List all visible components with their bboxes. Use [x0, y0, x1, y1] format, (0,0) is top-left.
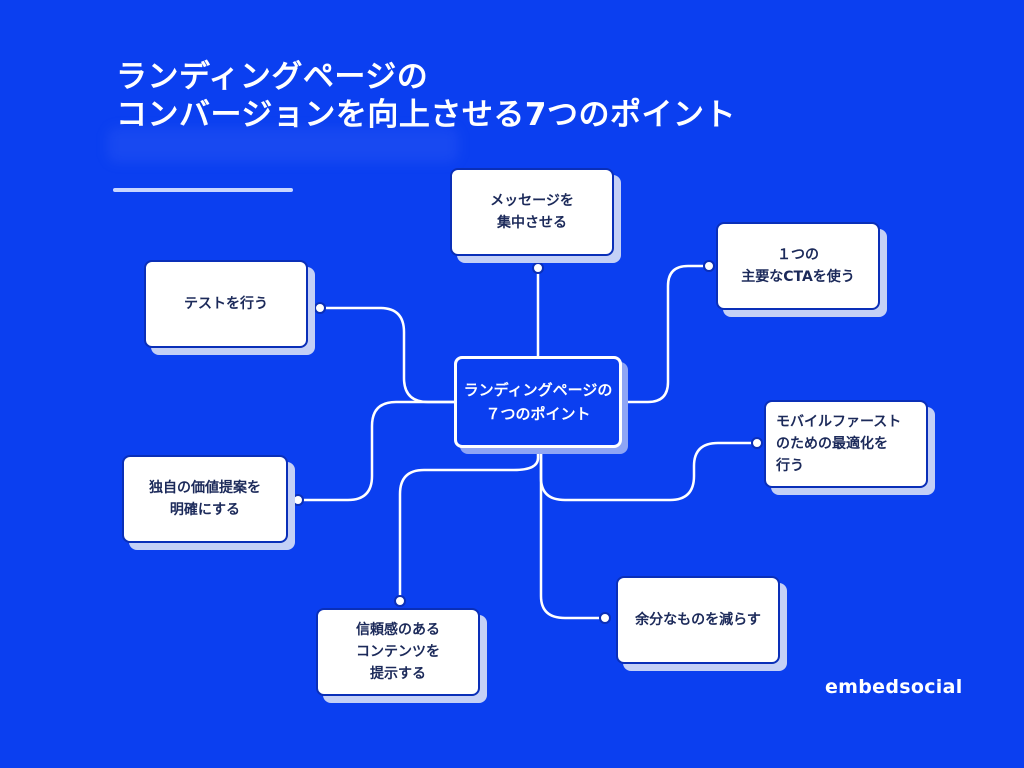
connector-dot-single-cta [703, 260, 715, 272]
connector-dot-trust-content [394, 595, 406, 607]
node-mobile-first-line-3: 行う [776, 458, 804, 474]
node-mobile-first: モバイルファースト のための最適化を 行う [764, 400, 928, 488]
node-value-prop-line-1: 独自の価値提案を [149, 480, 261, 496]
node-testing-line-1: テストを行う [184, 296, 268, 312]
central-topic-line-2: ７つのポイント [485, 405, 591, 423]
node-message-focus-line-1: メッセージを [490, 193, 574, 209]
node-trust-content: 信頼感のある コンテンツを 提示する [316, 608, 480, 696]
node-single-cta: １つの 主要なCTAを使う [716, 222, 880, 310]
embedsocial-logo: embedsocial [825, 676, 963, 698]
connector-dot-reduce-clutter [599, 612, 611, 624]
central-topic-line-1: ランディングページの [463, 381, 613, 399]
node-single-cta-line-2: 主要なCTAを使う [741, 269, 855, 285]
diagram-title: ランディングページの コンバージョンを向上させる7つのポイント [116, 58, 816, 134]
connector-value-prop [296, 400, 456, 502]
connector-dot-message-focus [532, 262, 544, 274]
title-highlight [108, 128, 458, 162]
connector-dot-testing [314, 302, 326, 314]
node-trust-content-line-3: 提示する [370, 666, 426, 682]
node-value-prop: 独自の価値提案を 明確にする [122, 455, 288, 543]
title-underline [113, 188, 293, 192]
connector-reduce-clutter [539, 446, 606, 620]
node-reduce-clutter-line-1: 余分なものを減らす [635, 612, 761, 628]
connector-trust-content [398, 446, 540, 602]
node-message-focus-line-2: 集中させる [496, 215, 567, 231]
connector-dot-mobile-first [751, 437, 763, 449]
node-trust-content-line-2: コンテンツを [356, 644, 440, 660]
title-line-1: ランディングページの [116, 59, 429, 95]
node-mobile-first-line-2: のための最適化を [776, 436, 888, 452]
node-single-cta-line-1: １つの [776, 247, 819, 263]
node-reduce-clutter: 余分なものを減らす [616, 576, 780, 664]
connector-mobile-first [539, 441, 758, 502]
node-mobile-first-line-1: モバイルファースト [776, 414, 902, 430]
node-testing: テストを行う [144, 260, 308, 348]
node-trust-content-line-1: 信頼感のある [356, 622, 440, 638]
node-value-prop-line-2: 明確にする [169, 502, 241, 518]
connector-dot-value-prop [292, 494, 304, 506]
connector-single-cta [620, 264, 710, 404]
title-line-2: コンバージョンを向上させる7つのポイント [116, 97, 736, 133]
node-message-focus: メッセージを 集中させる [450, 168, 614, 256]
connector-testing [319, 306, 456, 404]
central-topic-node: ランディングページの ７つのポイント [454, 356, 622, 448]
